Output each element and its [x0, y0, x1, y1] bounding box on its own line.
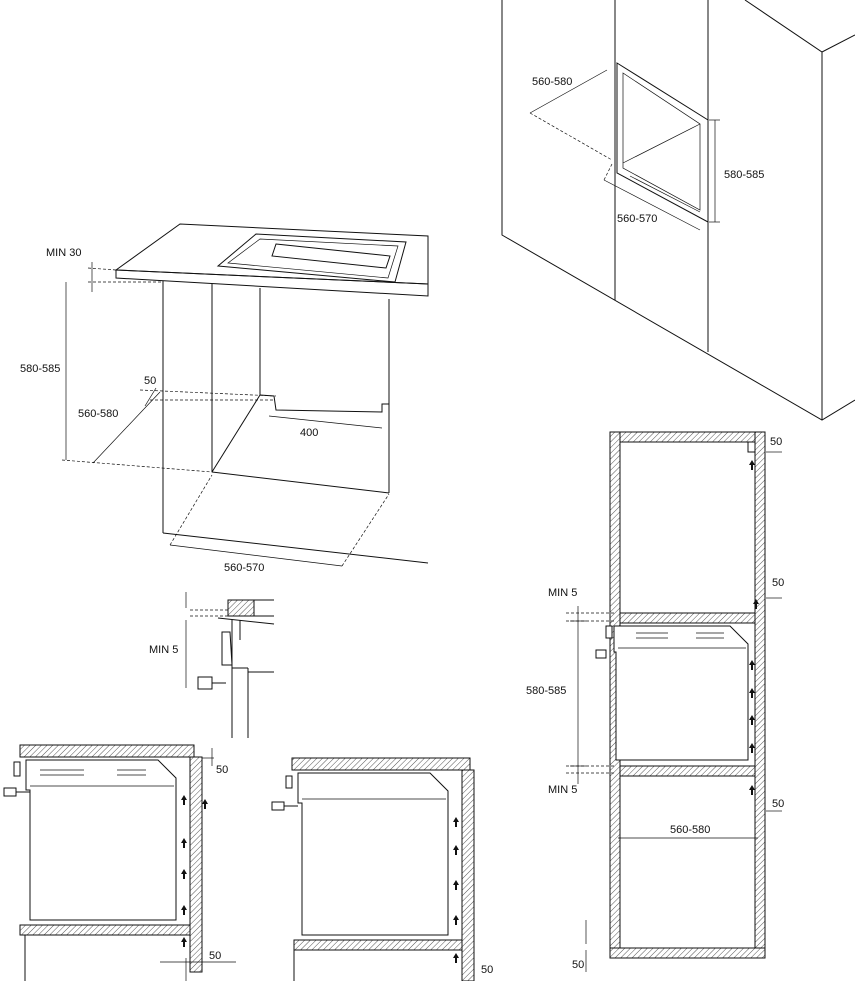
airflow-arrow-icon [749, 743, 755, 753]
airflow-arrow-icon [453, 817, 459, 827]
tall-gap-top-label: 50 [770, 436, 782, 448]
airflow-arrows [181, 460, 759, 963]
tall-width-label: 560-580 [670, 824, 710, 836]
detail-min-gap-label: MIN 5 [149, 644, 178, 656]
airflow-arrow-icon [453, 880, 459, 890]
airflow-arrow-icon [181, 795, 187, 805]
counter-opening-label: 400 [300, 427, 318, 439]
counter-depth-label: 560-570 [224, 562, 264, 574]
section1-gap-top-label: 50 [216, 764, 228, 776]
airflow-arrow-icon [749, 460, 755, 470]
counter-height-label: 580-585 [20, 363, 60, 375]
airflow-arrow-icon [202, 799, 208, 809]
tall-height-label: 580-585 [526, 685, 566, 697]
tall-min-bottom-label: MIN 5 [548, 784, 577, 796]
airflow-arrow-icon [181, 905, 187, 915]
airflow-arrow-icon [749, 660, 755, 670]
airflow-arrow-icon [749, 688, 755, 698]
niche-width-label: 560-580 [532, 76, 572, 88]
airflow-arrow-icon [453, 915, 459, 925]
niche-height-label: 580-585 [724, 169, 764, 181]
airflow-arrow-icon [453, 953, 459, 963]
airflow-arrow-icon [181, 869, 187, 879]
detail-gap-view [185, 592, 275, 738]
airflow-arrow-icon [181, 838, 187, 848]
counter-min-gap-label: MIN 30 [46, 247, 81, 259]
section-view-2 [271, 757, 475, 981]
airflow-arrow-icon [749, 715, 755, 725]
section-view-1 [3, 744, 236, 981]
tall-min-top-label: MIN 5 [548, 587, 577, 599]
section1-gap-bottom-label: 50 [209, 950, 221, 962]
counter-width-label: 560-580 [78, 408, 118, 420]
section2-gap-bottom-label: 50 [481, 964, 493, 976]
tall-gap-mid-top-label: 50 [772, 577, 784, 589]
counter-vent-gap-label: 50 [144, 375, 156, 387]
counter-installation-view [61, 223, 429, 567]
airflow-arrow-icon [453, 845, 459, 855]
niche-depth-label: 560-570 [617, 213, 657, 225]
airflow-arrow-icon [749, 785, 755, 795]
airflow-arrow-icon [753, 599, 759, 609]
column-niche-view [501, 0, 855, 421]
tall-unit-view [566, 431, 782, 972]
tall-gap-floor-label: 50 [572, 959, 584, 971]
tall-gap-mid-bottom-label: 50 [772, 798, 784, 810]
airflow-arrow-icon [181, 937, 187, 947]
